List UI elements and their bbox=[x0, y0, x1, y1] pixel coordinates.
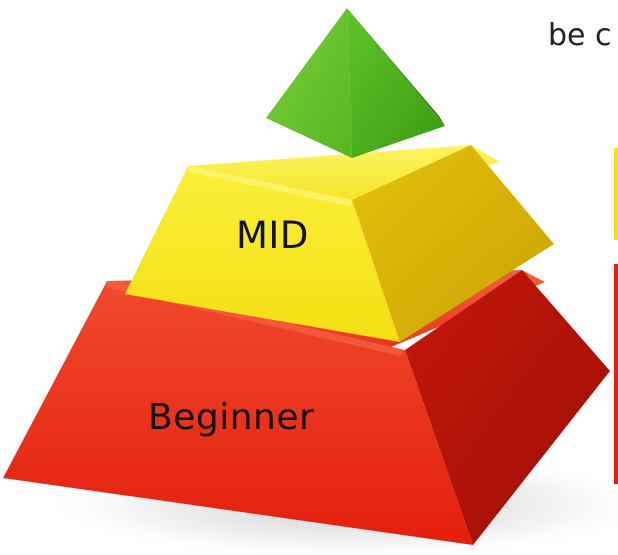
partial-heading-text: be c bbox=[548, 18, 612, 53]
tier-label-beginner: Beginner bbox=[148, 397, 315, 438]
tier-mid-shape bbox=[125, 145, 554, 342]
tier-top-shape bbox=[266, 8, 445, 158]
tier-label-mid: MID bbox=[236, 214, 309, 257]
legend-bar-yellow bbox=[614, 148, 618, 240]
legend-bar-red bbox=[614, 264, 618, 484]
